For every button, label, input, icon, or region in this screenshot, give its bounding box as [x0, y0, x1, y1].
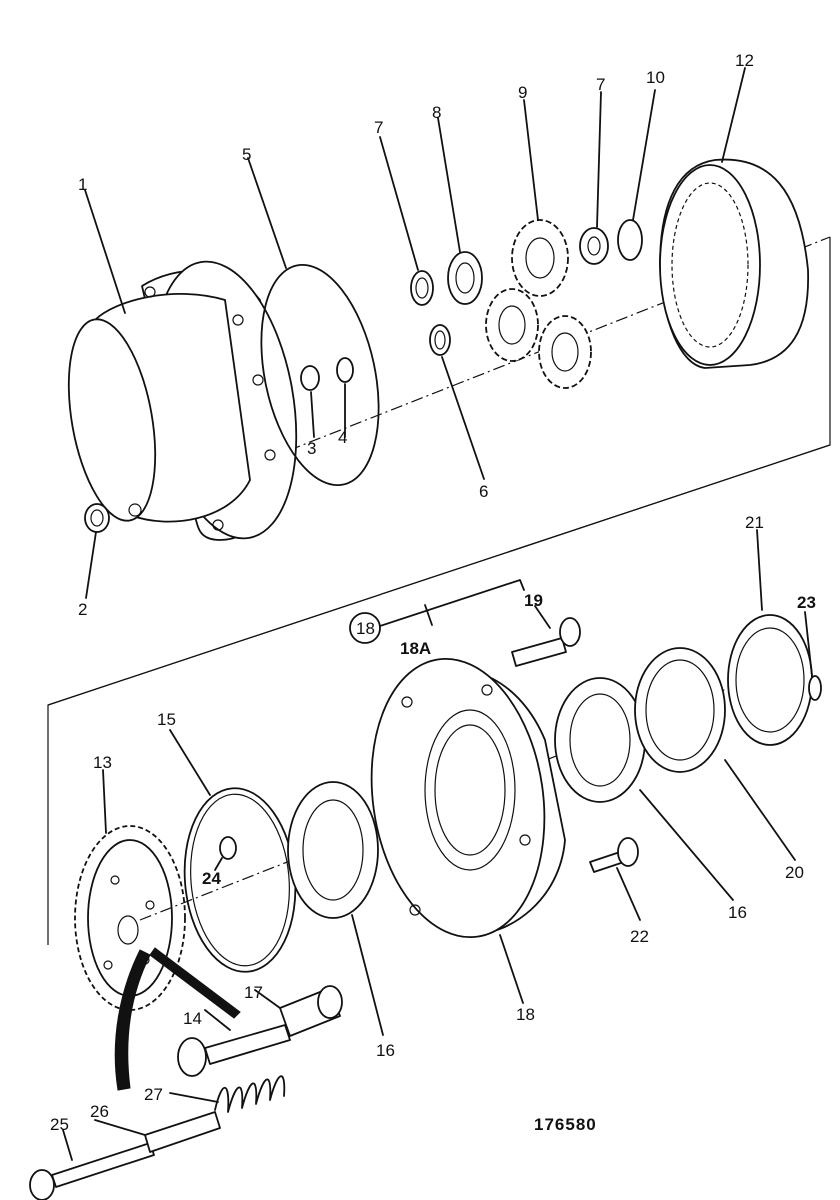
- callout-19: 19: [524, 591, 543, 610]
- wheel-stud: [511, 605, 581, 667]
- callout-5: 5: [242, 145, 251, 164]
- circlip-large: [617, 89, 656, 261]
- drain-plug: [84, 503, 110, 599]
- circlip-small: [336, 357, 354, 438]
- callout-26: 26: [90, 1102, 109, 1121]
- callout-27: 27: [144, 1085, 163, 1104]
- planet-gear-left: [485, 288, 539, 362]
- planet-washer: [429, 324, 485, 480]
- callout-13: 13: [93, 753, 112, 772]
- annulus-ring-gear: [659, 67, 809, 369]
- callout-15: 15: [157, 710, 176, 729]
- tension-arm: [114, 949, 151, 1091]
- taper-bearing-inner: [287, 781, 384, 1036]
- callout-23: 23: [797, 593, 816, 612]
- spacer-washer-left: [379, 136, 434, 306]
- callout-10: 10: [646, 68, 665, 87]
- snap-ring: [169, 729, 297, 973]
- oil-seal: [634, 647, 796, 861]
- long-bolt: [29, 1129, 155, 1200]
- sprocket-bolt: [177, 1009, 291, 1077]
- spacer-washer-right: [579, 91, 609, 265]
- spring-sleeve: [94, 1111, 221, 1153]
- wheel-hub: [370, 657, 566, 1004]
- callout-18: 18: [516, 1005, 535, 1024]
- dust-shield: [727, 529, 813, 746]
- callout-21: 21: [745, 513, 764, 532]
- callout-16-inner: 16: [376, 1041, 395, 1060]
- callout-6: 6: [479, 482, 488, 501]
- callout-18A: 18A: [400, 639, 431, 658]
- callout-3: 3: [307, 439, 316, 458]
- callout-14: 14: [183, 1009, 202, 1028]
- callout-22: 22: [630, 927, 649, 946]
- needle-bearing: [437, 117, 483, 305]
- hub-assembly-bracket: [349, 579, 525, 644]
- hub-cap: [804, 611, 822, 701]
- callout-24: 24: [202, 869, 221, 888]
- planet-gear-right: [538, 315, 592, 389]
- callout-7-left: 7: [374, 118, 383, 137]
- gasket-ring: [247, 157, 380, 487]
- thrust-washer: [300, 365, 320, 438]
- callout-18-circled: 18: [356, 619, 375, 638]
- hub-bolt: [589, 837, 641, 921]
- callout-20: 20: [785, 863, 804, 882]
- planet-gear-top: [511, 99, 569, 297]
- callout-17: 17: [244, 983, 263, 1002]
- hub-cover-housing: [67, 189, 298, 541]
- callout-1: 1: [78, 175, 87, 194]
- compression-spring: [169, 1075, 286, 1113]
- callout-9: 9: [518, 83, 527, 102]
- callout-25: 25: [50, 1115, 69, 1134]
- reference-number: 176580: [534, 1115, 597, 1134]
- sprocket-gear: [74, 769, 186, 1011]
- callout-16-outer: 16: [728, 903, 747, 922]
- callout-8: 8: [432, 103, 441, 122]
- callout-2: 2: [78, 600, 87, 619]
- o-ring: [214, 836, 237, 871]
- callout-7-right: 7: [596, 75, 605, 94]
- callout-4: 4: [338, 428, 347, 447]
- spacer-sleeve: [254, 985, 343, 1037]
- callout-12: 12: [735, 51, 754, 70]
